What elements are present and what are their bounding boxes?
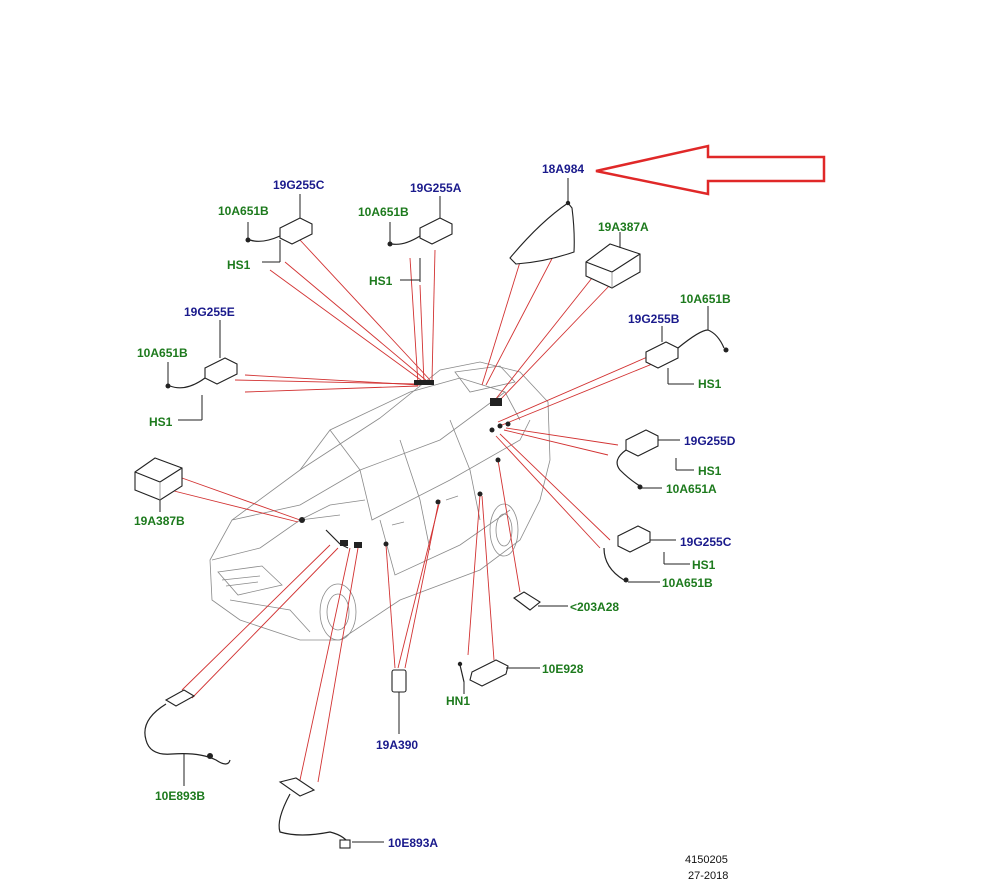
label-19A387A: 19A387A <box>598 220 649 234</box>
label-19G255A: 19G255A <box>410 181 462 195</box>
antenna-module-19G255D <box>616 429 694 490</box>
reference-code: 4150205 <box>685 854 728 866</box>
label-10A651B-c: 10A651B <box>662 576 713 590</box>
cable-10E893B <box>144 689 231 786</box>
bracket-10E928 <box>457 659 540 694</box>
cable-10E893A <box>278 777 384 849</box>
label-19A387B: 19A387B <box>134 514 185 528</box>
unit-19A390 <box>391 669 407 734</box>
sensor-203A28 <box>513 591 568 611</box>
connector-marks <box>299 380 511 549</box>
label-hs1-2: HS1 <box>369 274 393 288</box>
antenna-module-19G255C-low <box>603 525 690 583</box>
module-19A387B <box>134 457 183 512</box>
label-19G255D: 19G255D <box>684 434 736 448</box>
label-10E893B: 10E893B <box>155 789 206 803</box>
label-hn1: HN1 <box>446 694 471 708</box>
callout-lines <box>169 227 663 783</box>
antenna-module-19G255C-top <box>245 194 313 263</box>
label-10A651B-right: 10A651B <box>680 292 731 306</box>
label-10A651B-2: 10A651B <box>358 205 409 219</box>
label-hs1-c: HS1 <box>692 558 716 572</box>
antenna-module-19G255A <box>387 196 453 282</box>
vehicle-outline <box>209 361 551 641</box>
label-hs1-right: HS1 <box>698 377 722 391</box>
label-10E893A: 10E893A <box>388 836 439 850</box>
label-18A984: 18A984 <box>542 162 585 176</box>
label-hs1-d: HS1 <box>698 464 722 478</box>
label-203A28: <203A28 <box>570 600 620 614</box>
label-19G255E: 19G255E <box>184 305 235 319</box>
label-10E928: 10E928 <box>542 662 584 676</box>
label-hs1-1: HS1 <box>227 258 251 272</box>
reference-date: 27-2018 <box>688 870 729 882</box>
label-hs1-left: HS1 <box>149 415 173 429</box>
label-19G255C-top: 19G255C <box>273 178 325 192</box>
antenna-module-19G255B <box>645 306 729 385</box>
label-10A651B-left: 10A651B <box>137 346 188 360</box>
red-arrow-icon <box>595 144 826 196</box>
label-19G255B: 19G255B <box>628 312 680 326</box>
label-10A651B-1: 10A651B <box>218 204 269 218</box>
label-19G255C-low: 19G255C <box>680 535 732 549</box>
shark-fin-antenna <box>509 178 575 265</box>
module-19A387A <box>585 232 641 289</box>
antenna-module-19G255E <box>165 320 238 421</box>
label-19A390: 19A390 <box>376 738 419 752</box>
label-10A651A: 10A651A <box>666 482 717 496</box>
